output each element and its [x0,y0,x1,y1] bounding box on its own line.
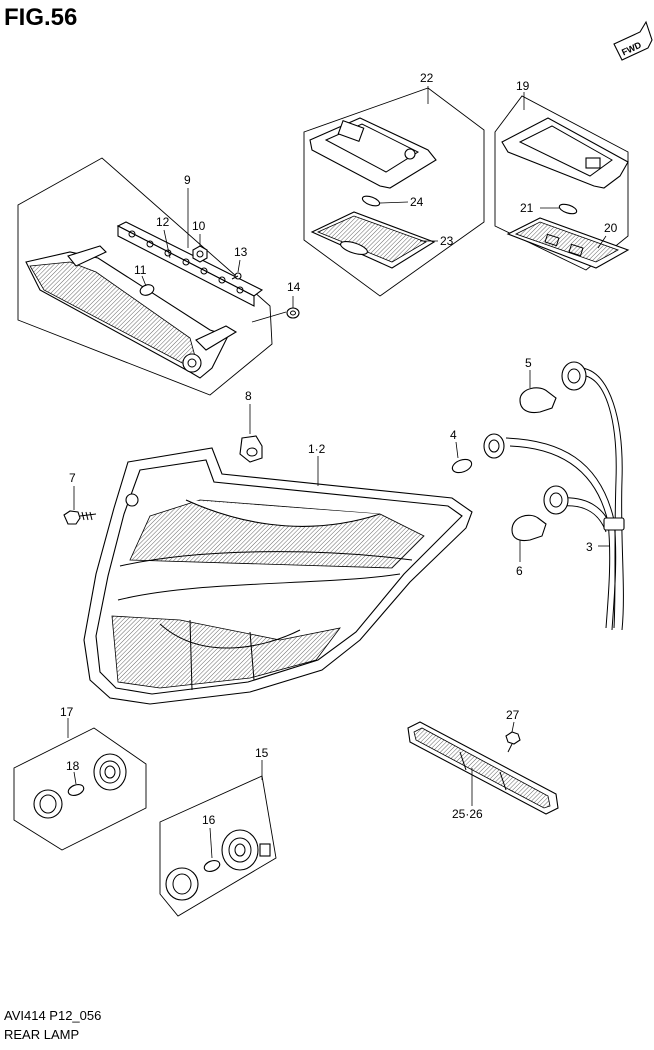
rear-fog-lamp-socket-group-17: 17 18 [13,705,147,851]
clip-14[interactable] [286,307,300,319]
callout-8: 8 [245,389,252,403]
callout-25-26: 25·26 [452,807,483,821]
callout-6: 6 [516,564,523,578]
callout-12: 12 [156,215,170,229]
license-lamp-group-22: 22 24 23 [303,71,485,297]
callout-19: 19 [516,79,530,93]
bulb-16[interactable] [203,859,221,874]
socket-group-15: 15 16 [159,746,277,917]
callout-11: 11 [134,263,147,277]
group-box-17 [13,727,147,851]
bulb-4[interactable] [451,457,474,475]
cap-17[interactable] [33,789,63,819]
callout-16: 16 [202,813,216,827]
callout-17: 17 [60,705,74,719]
figure-name: REAR LAMP [4,1027,80,1042]
bulb-18[interactable] [67,783,85,798]
high-mount-stop-lamp-group: 9 12 10 11 13 [17,157,287,396]
socket-middle[interactable] [483,433,505,459]
callout-13: 13 [234,245,248,259]
grommet-8[interactable] [239,435,263,463]
led-board[interactable] [116,221,264,307]
cap-15[interactable] [165,867,199,901]
socket-15[interactable] [221,829,271,871]
license-lamp-housing-variant[interactable] [501,117,629,189]
group-box-15 [159,775,277,917]
fwd-direction-icon: FWD [613,20,653,61]
wedge-bulb-24[interactable] [361,194,381,208]
license-lamp-housing[interactable] [309,117,437,189]
wedge-bulb-21[interactable] [558,202,578,215]
high-mount-stop-lamp-housing[interactable] [25,245,238,379]
callout-4: 4 [450,428,457,442]
group-box-19 [494,95,629,271]
callout-23: 23 [440,234,454,248]
figure-title: FIG.56 [4,4,78,31]
callout-24: 24 [410,195,424,209]
socket-17[interactable] [93,753,127,791]
callout-15: 15 [255,746,269,760]
group-box-9 [17,157,273,396]
bulb-6[interactable] [511,514,547,542]
rear-combination-lamp[interactable] [83,447,473,705]
bulb-5[interactable] [519,387,557,414]
callout-10: 10 [192,219,206,233]
screw-7[interactable] [63,510,97,525]
screw-27[interactable] [505,731,521,753]
screw-10[interactable] [192,245,208,263]
callout-1-2: 1·2 [308,442,326,456]
callout-27: 27 [506,708,520,722]
callout-21: 21 [520,201,534,215]
figure-code: AVI414 P12_056 [4,1008,102,1023]
callout-20: 20 [604,221,618,235]
screw-13[interactable] [231,272,242,280]
license-lens-23[interactable] [310,211,436,269]
socket-upper[interactable] [561,361,587,391]
callout-9: 9 [184,173,191,187]
callout-7: 7 [69,471,76,485]
callout-22: 22 [420,71,434,85]
callout-14: 14 [287,280,301,294]
rear-reflector[interactable] [407,721,559,815]
callout-5: 5 [525,356,532,370]
socket-lower[interactable] [543,485,569,515]
callout-3: 3 [586,540,593,554]
license-lens-20[interactable] [506,217,630,269]
callout-18: 18 [66,759,80,773]
license-lamp-group-19: 19 21 20 [494,79,630,271]
